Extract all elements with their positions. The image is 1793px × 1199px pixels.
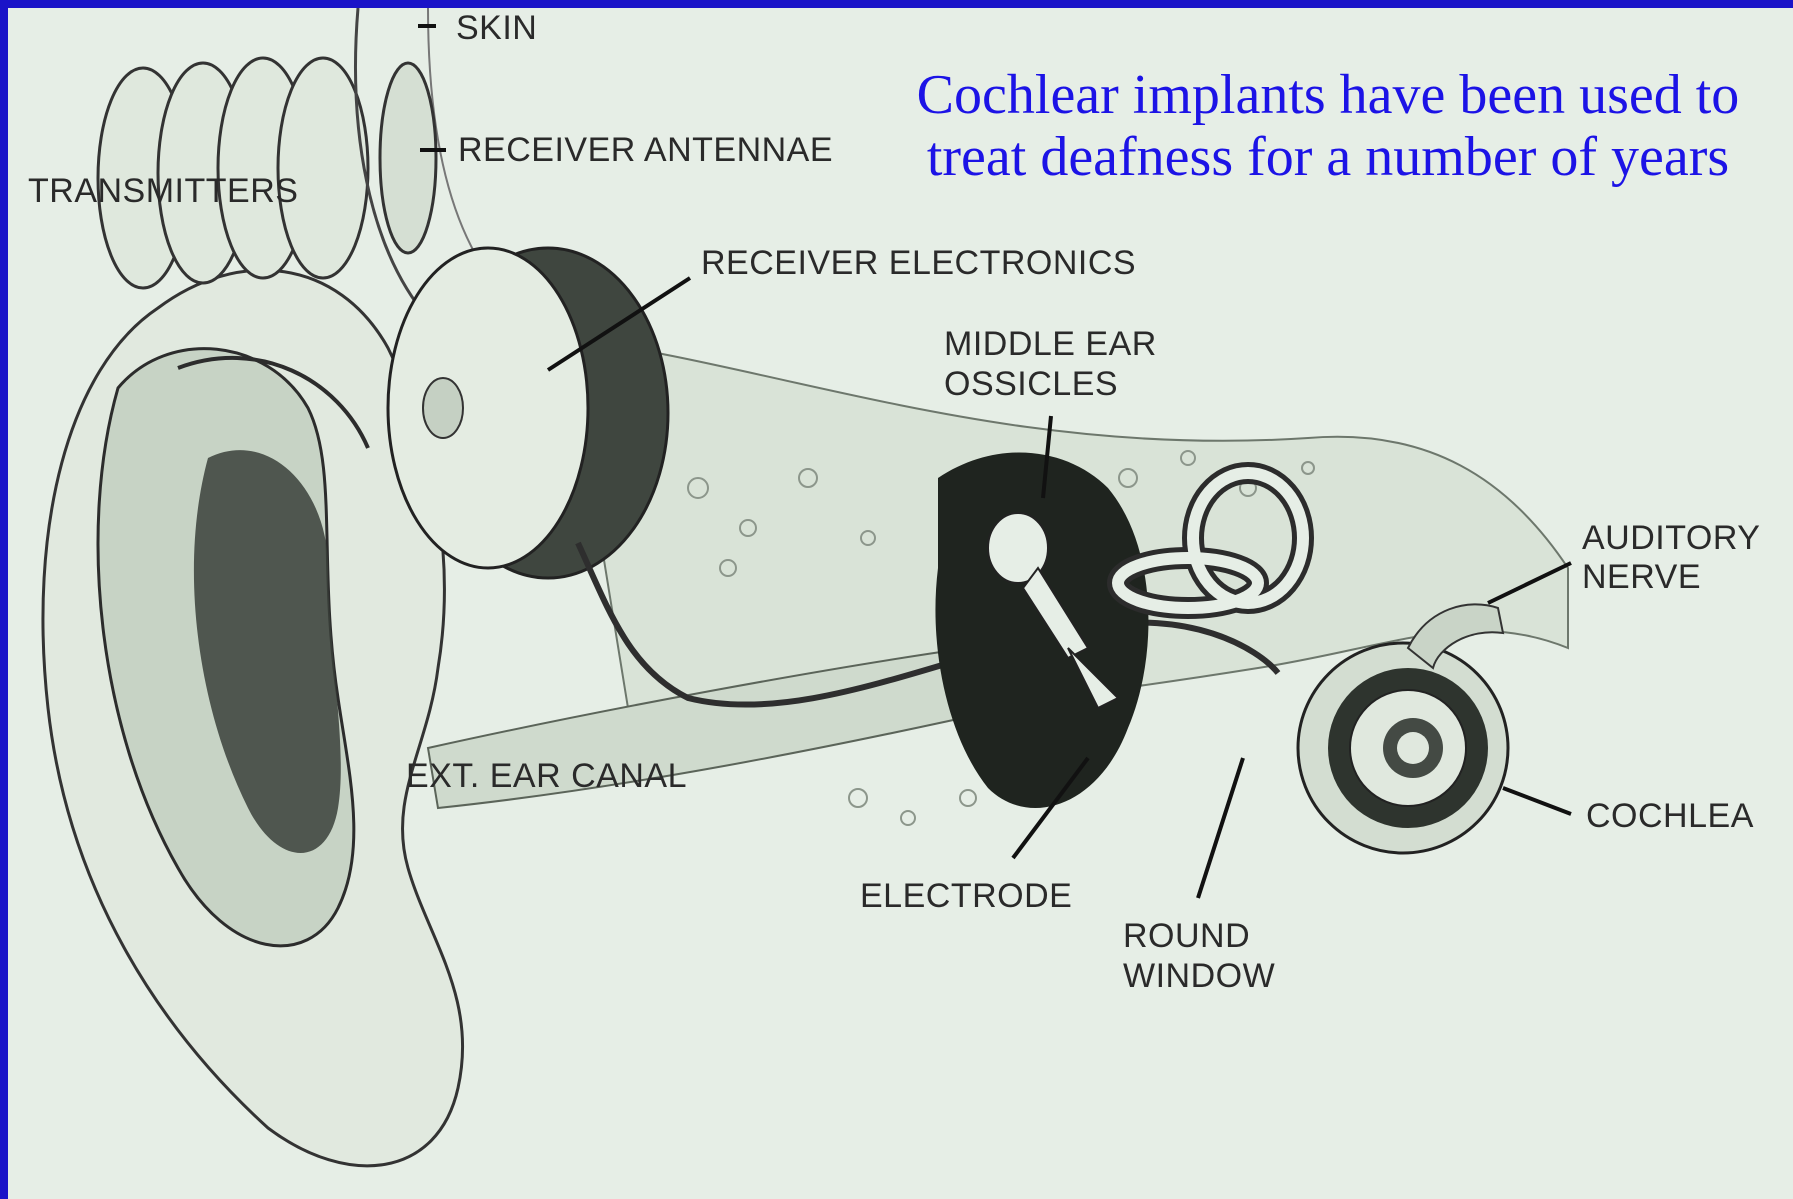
label-receiver-electronics: RECEIVER ELECTRONICS (701, 243, 1136, 283)
receiver-antenna (380, 63, 436, 253)
cochlea-spiral (1298, 643, 1508, 853)
label-nerve: NERVE (1582, 557, 1701, 597)
label-cochlea: COCHLEA (1586, 796, 1754, 836)
label-middle-ear: MIDDLE EAR (944, 324, 1157, 364)
label-ext-ear-canal: EXT. EAR CANAL (406, 756, 687, 796)
illustration-panel: SKIN RECEIVER ANTENNAE TRANSMITTERS RECE… (8, 8, 1793, 1199)
label-receiver-antennae: RECEIVER ANTENNAE (458, 130, 833, 170)
label-electrode: ELECTRODE (860, 876, 1072, 916)
label-window: WINDOW (1123, 956, 1275, 996)
receiver-electronics-disk (388, 248, 668, 578)
label-ossicles: OSSICLES (944, 364, 1118, 404)
slide-caption: Cochlear implants have been used to trea… (878, 64, 1778, 188)
label-transmitters: TRANSMITTERS (28, 171, 298, 211)
label-skin: SKIN (456, 8, 537, 48)
label-round: ROUND (1123, 916, 1250, 956)
label-auditory: AUDITORY (1582, 518, 1760, 558)
middle-ear-cavity (935, 453, 1148, 808)
